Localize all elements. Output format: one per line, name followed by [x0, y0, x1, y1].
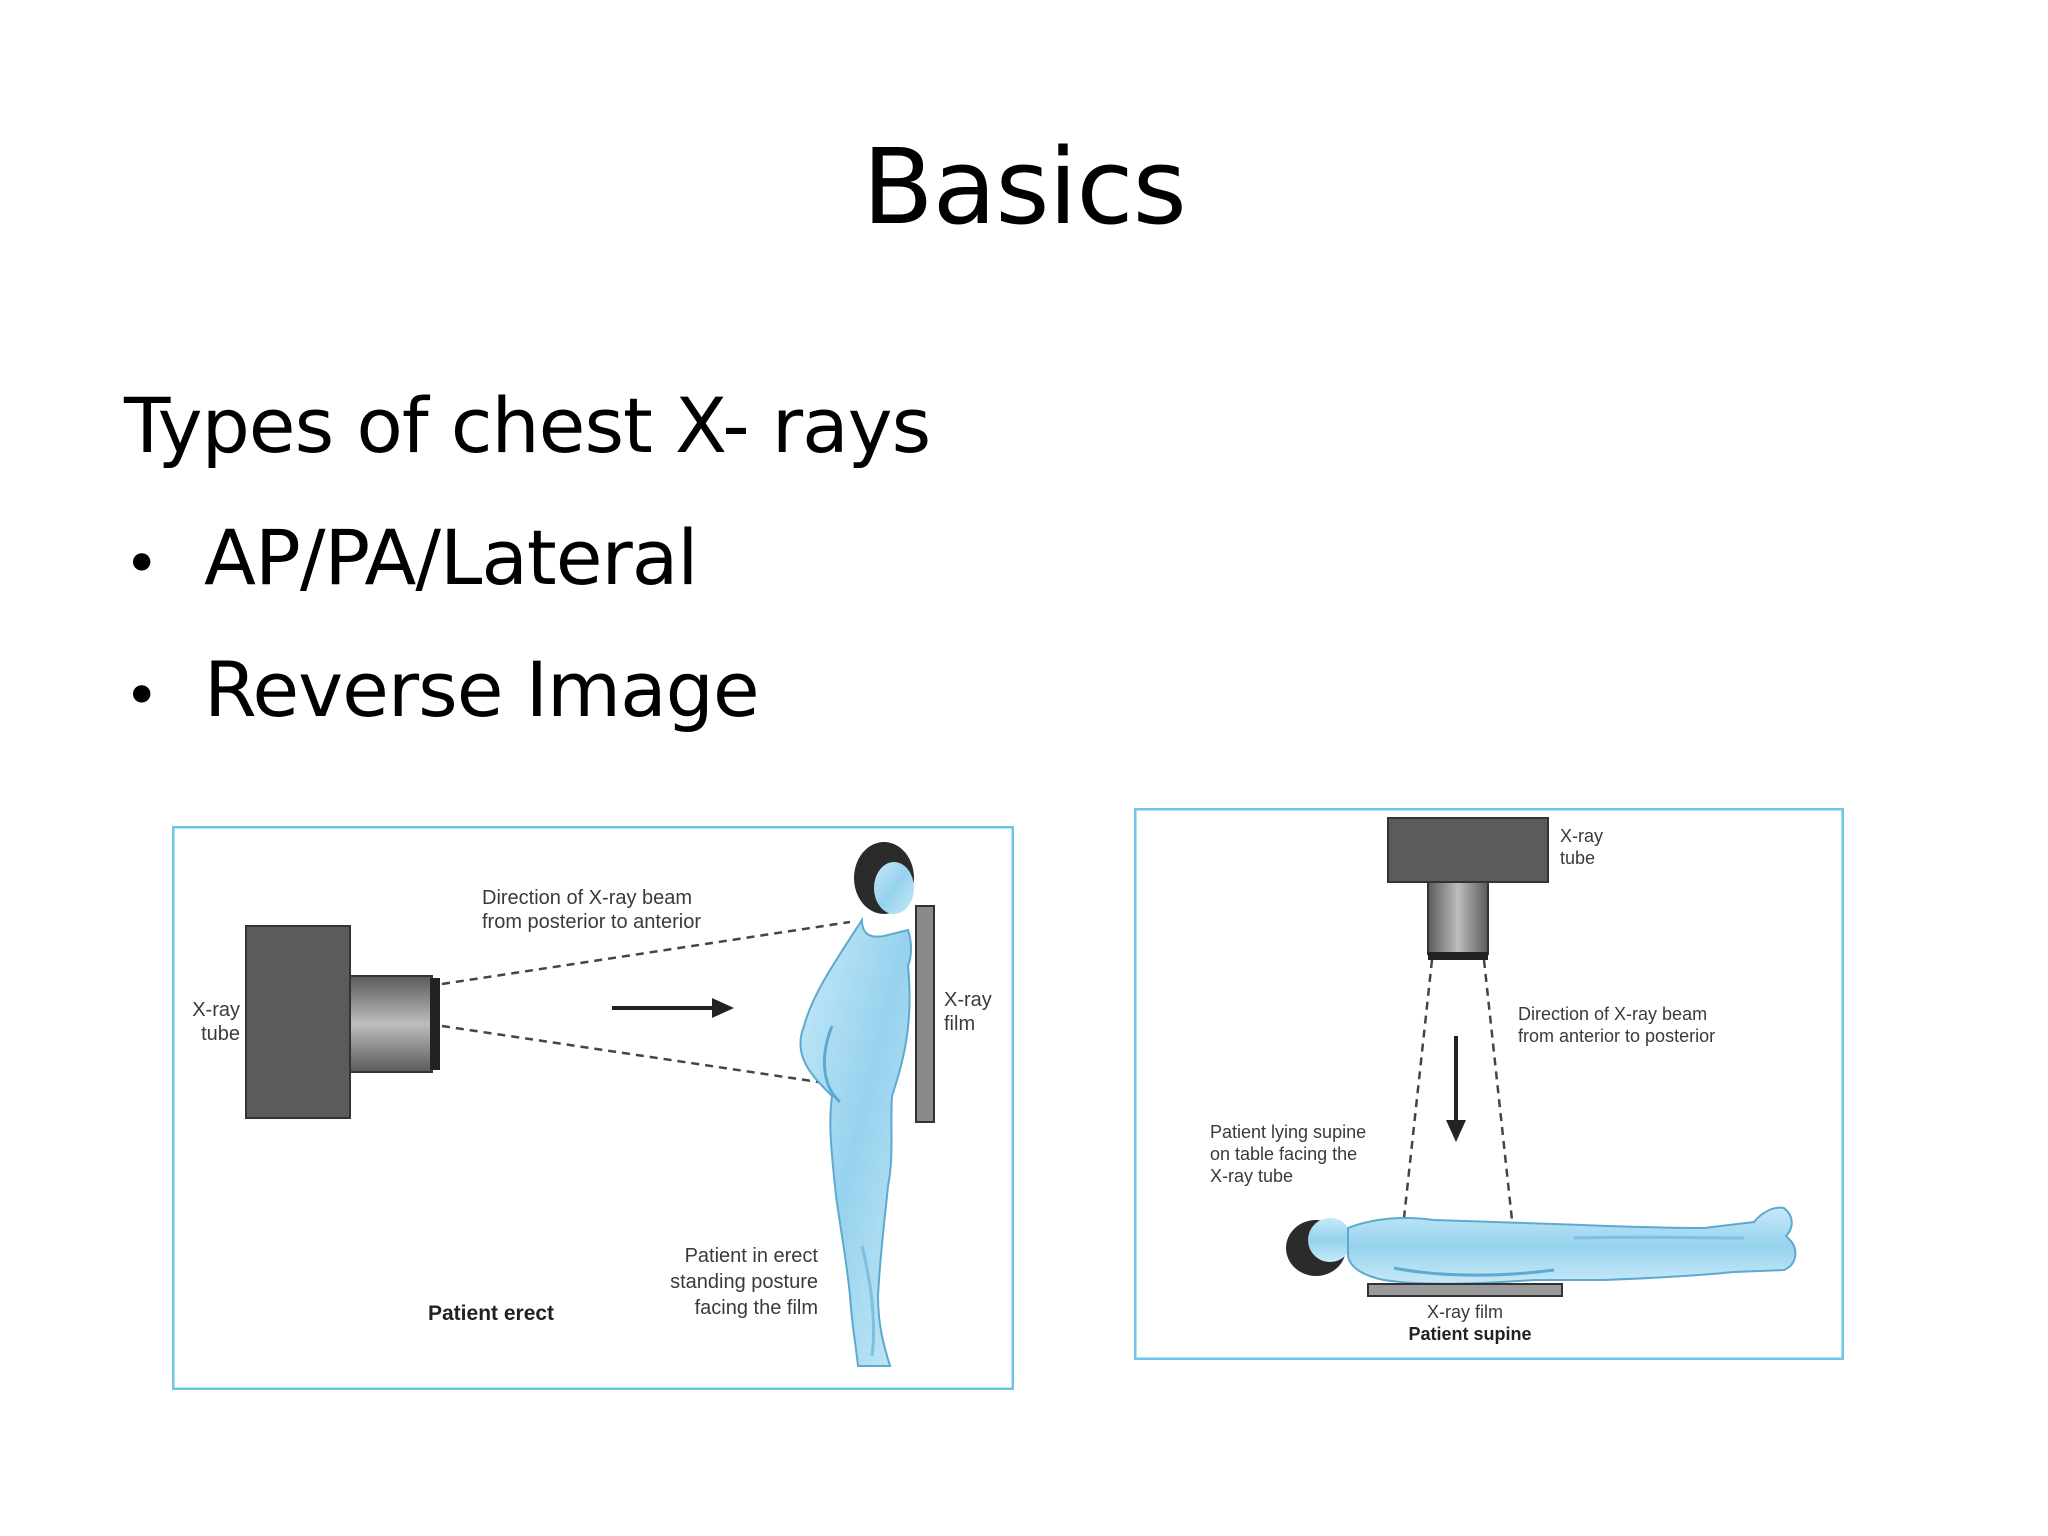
bullet-list: • AP/PA/Lateral • Reverse Image	[124, 514, 760, 778]
arrow-head-icon	[1446, 1120, 1466, 1142]
tube-label: X-ray	[1560, 826, 1603, 846]
bullet-text: AP/PA/Lateral	[204, 513, 698, 602]
film-label: X-ray	[944, 989, 992, 1011]
arrow-head-icon	[712, 998, 734, 1018]
beam-label: Direction of X-ray beam	[1518, 1004, 1707, 1024]
xray-tube-housing	[245, 925, 351, 1119]
xray-tube-aperture	[430, 978, 440, 1070]
xray-tube-cylinder	[1427, 881, 1489, 955]
bullet-item: • Reverse Image	[124, 645, 760, 778]
bullet-marker: •	[124, 529, 159, 599]
beam-label: from anterior to posterior	[1518, 1026, 1715, 1046]
bullet-text: Reverse Image	[204, 645, 760, 734]
patient-label: Patient lying supine	[1210, 1122, 1366, 1142]
erect-diagram: X-ray tube Direction of X-ray beam from …	[172, 826, 1014, 1390]
xray-film-plate	[1367, 1283, 1563, 1297]
xray-film-plate	[915, 905, 935, 1123]
patient-supine-figure	[1286, 1206, 1797, 1285]
beam-label: from posterior to anterior	[482, 911, 701, 933]
supine-diagram: X-ray tube Direction of X-ray beam from …	[1134, 808, 1844, 1360]
tube-label: X-ray	[192, 999, 240, 1021]
tube-label: tube	[201, 1023, 240, 1045]
figure-patient-erect: X-ray tube Direction of X-ray beam from …	[172, 826, 1014, 1390]
posture-label: Patient in erect	[685, 1245, 819, 1267]
xray-tube-cylinder	[349, 975, 433, 1073]
beam-left-edge	[1402, 959, 1434, 1219]
bullet-marker: •	[124, 661, 159, 731]
slide-subtitle: Types of chest X- rays	[124, 381, 931, 470]
film-label: film	[944, 1013, 975, 1035]
figure-patient-supine: X-ray tube Direction of X-ray beam from …	[1134, 808, 1844, 1360]
patient-label: on table facing the	[1210, 1144, 1357, 1164]
xray-tube-housing	[1387, 817, 1549, 883]
figure-caption: Patient erect	[428, 1302, 554, 1325]
bullet-item: • AP/PA/Lateral	[124, 514, 759, 646]
figure-caption: Patient supine	[1408, 1324, 1531, 1344]
posture-label: facing the film	[695, 1297, 818, 1319]
beam-lower-edge	[441, 1024, 833, 1086]
tube-label: tube	[1560, 848, 1595, 868]
slide-title: Basics	[862, 126, 1187, 248]
patient-label: X-ray tube	[1210, 1166, 1293, 1186]
posture-label: standing posture	[670, 1271, 818, 1293]
beam-label: Direction of X-ray beam	[482, 887, 692, 909]
beam-upper-edge	[441, 920, 851, 986]
film-label: X-ray film	[1427, 1302, 1503, 1322]
beam-right-edge	[1482, 959, 1514, 1221]
xray-tube-aperture	[1428, 952, 1488, 960]
patient-standing-figure	[799, 842, 914, 1367]
